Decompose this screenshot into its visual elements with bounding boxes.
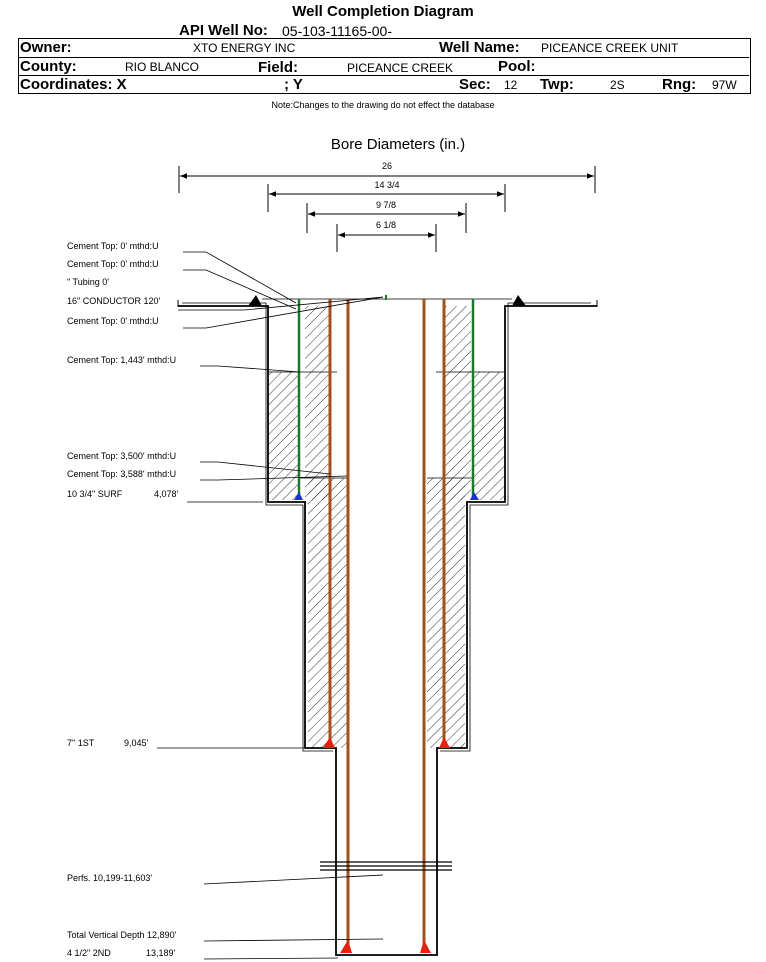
cement-fill — [268, 306, 505, 748]
production-casing — [340, 299, 431, 953]
bore-dimension-14-3-4: 14 3/4 — [267, 180, 506, 212]
conductor-marker-left — [248, 295, 262, 306]
cement-top-label: Cement Top: 3,588' mthd:U — [67, 469, 176, 479]
borehole-outline — [177, 300, 598, 956]
label-leaders — [157, 251, 384, 960]
perforations — [320, 861, 452, 871]
bore-dimension-26: 26 — [178, 161, 596, 193]
section-value: 12 — [504, 78, 518, 92]
conductor-label: 16" CONDUCTOR 120' — [67, 296, 161, 306]
header-divider — [18, 75, 749, 76]
owner-value: XTO ENERGY INC — [193, 41, 296, 55]
cement-top-label: Cement Top: 0' mthd:U — [67, 241, 159, 251]
field-label: Field: — [258, 59, 298, 76]
cement-top-label: Cement Top: 0' mthd:U — [67, 316, 159, 326]
township-value: 2S — [610, 78, 625, 92]
api-well-label: API Well No: — [179, 22, 268, 39]
bore-dimension-6-1-8: 6 1/8 — [336, 220, 437, 252]
intermediate-casing-depth: 9,045' — [124, 738, 149, 748]
county-label: County: — [20, 58, 77, 75]
total-depth-label: Total Vertical Depth 12,890' — [67, 930, 177, 940]
bore-dimension-label: 9 7/8 — [376, 200, 396, 210]
surface-casing — [294, 299, 479, 500]
field-value: PICEANCE CREEK — [347, 61, 454, 75]
range-label: Rng: — [662, 76, 697, 93]
section-label: Sec: — [459, 76, 491, 93]
well-name-value: PICEANCE CREEK UNIT — [541, 41, 679, 55]
well-name-label: Well Name: — [439, 39, 520, 56]
coordinates-y-label: ; Y — [284, 76, 303, 93]
production-casing-depth: 13,189' — [146, 948, 176, 958]
county-value: RIO BLANCO — [125, 60, 200, 74]
database-note: Note:Changes to the drawing do not effec… — [271, 100, 495, 110]
coordinates-label: Coordinates: X — [20, 76, 127, 93]
surface-casing-label: 10 3/4" SURF — [67, 489, 123, 499]
cement-top-label: Cement Top: 0' mthd:U — [67, 259, 159, 269]
cement-top-label: Cement Top: 3,500' mthd:U — [67, 451, 176, 461]
intermediate-casing — [323, 299, 450, 748]
tubing-label: " Tubing 0' — [67, 277, 109, 287]
header-divider — [18, 38, 749, 39]
owner-label: Owner: — [20, 39, 72, 56]
pool-label: Pool: — [498, 58, 536, 75]
bore-diameters-title: Bore Diameters (in.) — [331, 136, 465, 153]
bore-dimension-label: 14 3/4 — [374, 180, 399, 190]
bore-dimension-label: 6 1/8 — [376, 220, 396, 230]
intermediate-casing-label: 7" 1ST — [67, 738, 95, 748]
cement-top-label: Cement Top: 1,443' mthd:U — [67, 355, 176, 365]
township-label: Twp: — [540, 76, 574, 93]
diagram-title: Well Completion Diagram — [292, 3, 474, 20]
header-divider — [18, 57, 749, 58]
conductor-marker-right — [512, 295, 526, 306]
api-well-value: 05-103-11165-00- — [282, 23, 393, 39]
range-value: 97W — [712, 78, 737, 92]
bore-dimension-9-7-8: 9 7/8 — [306, 200, 467, 233]
surface-casing-depth: 4,078' — [154, 489, 179, 499]
production-casing-label: 4 1/2" 2ND — [67, 948, 111, 958]
bore-dimension-label: 26 — [382, 161, 392, 171]
perforations-label: Perfs. 10,199-11,603' — [67, 873, 152, 883]
